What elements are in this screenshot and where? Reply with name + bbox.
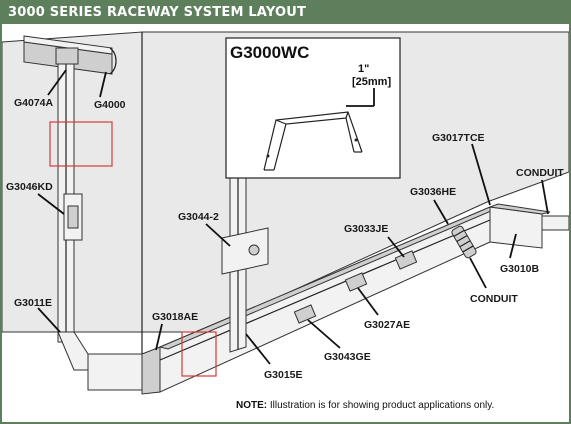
corner-fitting-g3018ae bbox=[141, 346, 161, 395]
label-g3033je: G3033JE bbox=[344, 223, 388, 235]
device-g3027ae bbox=[344, 272, 368, 292]
highlight-box-lower bbox=[181, 331, 217, 377]
inset-dimension-mm: [25mm] bbox=[352, 76, 391, 88]
label-g3011e: G3011E bbox=[14, 297, 52, 309]
fitting-g4074a bbox=[55, 47, 79, 65]
device-g3043ge bbox=[293, 304, 317, 324]
inset-dimension-in: 1" bbox=[358, 63, 369, 75]
label-g3044-2: G3044-2 bbox=[178, 211, 219, 223]
label-g3010b: G3010B bbox=[500, 263, 540, 275]
label-g3018ae: G3018AE bbox=[152, 311, 198, 323]
device-g3033je bbox=[394, 250, 418, 270]
label-g3027ae: G3027AE bbox=[364, 319, 410, 331]
label-g3036he: G3036HE bbox=[410, 186, 456, 198]
highlight-box-upper bbox=[49, 121, 113, 167]
label-conduit-bottom: CONDUIT bbox=[470, 293, 518, 305]
label-g3043ge: G3043GE bbox=[324, 351, 371, 363]
label-g3017tce: G3017TCE bbox=[432, 132, 485, 144]
note: NOTE: Illustration is for showing produc… bbox=[236, 400, 494, 411]
inset-g3000wc: G3000WC 1" [25mm] bbox=[225, 37, 401, 179]
note-text: Illustration is for showing product appl… bbox=[267, 400, 494, 411]
label-conduit-right: CONDUIT bbox=[516, 167, 564, 179]
page-title: 3000 SERIES RACEWAY SYSTEM LAYOUT bbox=[8, 5, 307, 20]
label-g4074a: G4074A bbox=[14, 97, 54, 109]
box-g3044-2 bbox=[221, 227, 269, 275]
title-bar: 3000 SERIES RACEWAY SYSTEM LAYOUT bbox=[2, 2, 569, 24]
label-g4000: G4000 bbox=[94, 99, 126, 111]
note-prefix: NOTE: bbox=[236, 400, 267, 411]
conduit-fitting-g3036he bbox=[451, 225, 477, 259]
raceway-diagram: G3000WC 1" [25mm] bbox=[2, 31, 569, 411]
label-g3015e: G3015E bbox=[264, 369, 303, 381]
inset-title: G3000WC bbox=[230, 43, 309, 62]
label-g3046kd: G3046KD bbox=[6, 181, 53, 193]
conduit-right bbox=[541, 215, 569, 231]
